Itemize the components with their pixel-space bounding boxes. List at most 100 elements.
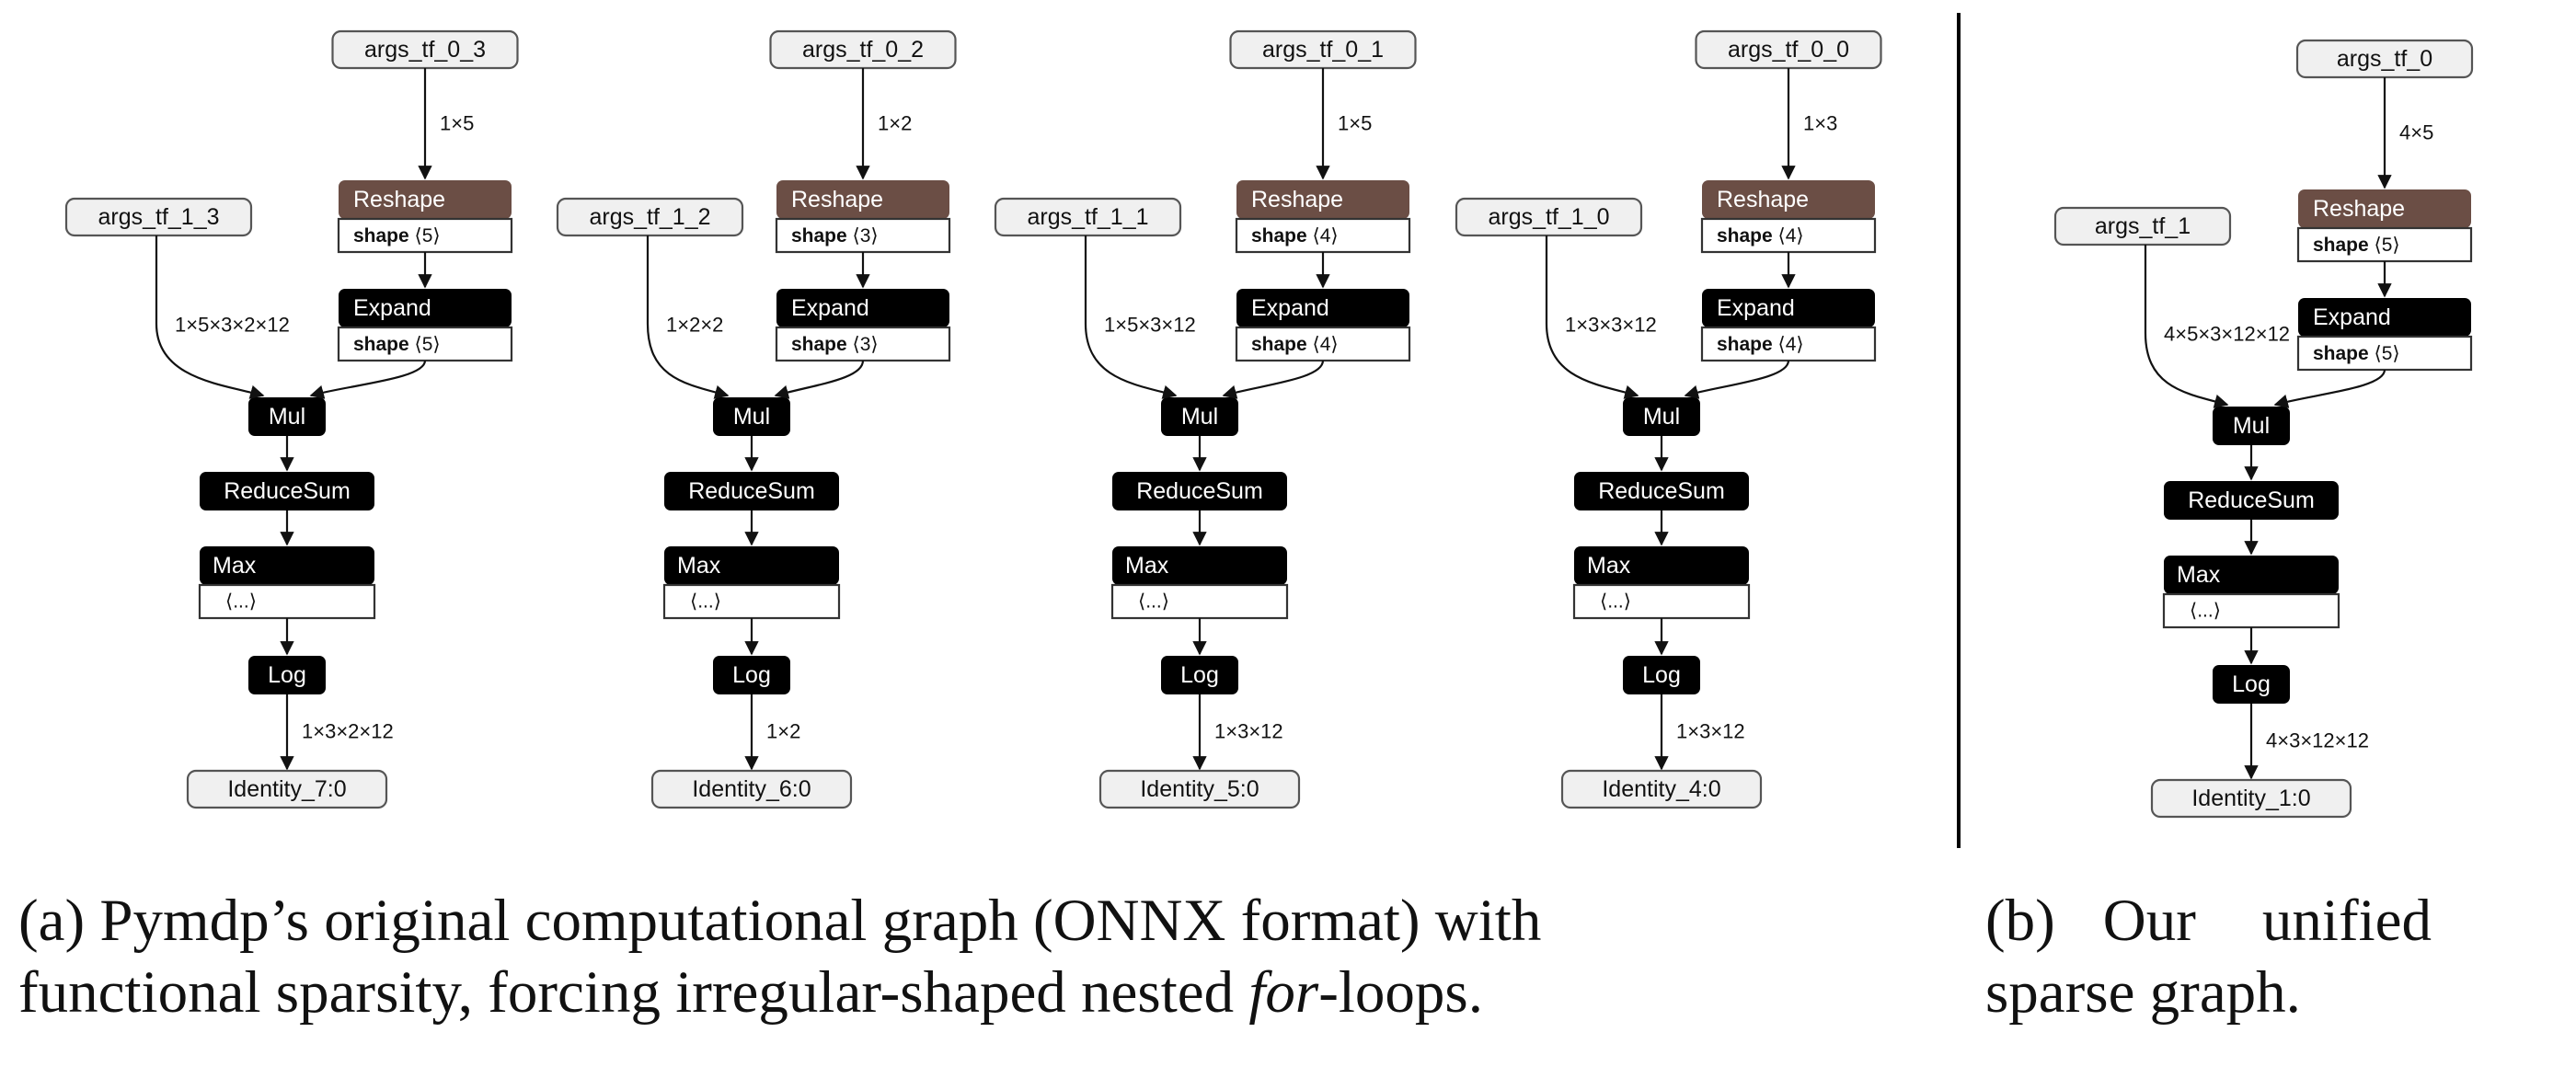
reshape-attr-row [337,217,513,254]
expand-attr-value: ⟨4⟩ [1778,334,1804,355]
reducesum-node-label: ReduceSum [1598,478,1725,504]
max-attr-text: ⟨...⟩ [2190,601,2221,622]
edge-label-output: 1×3×12 [1676,720,1745,743]
expand-attr-text: shape ⟨4⟩ [1717,334,1804,355]
reducesum-node [200,472,374,510]
log-node [713,656,790,694]
expand-attr-key: shape [353,334,415,355]
reshape-attr-text: shape ⟨4⟩ [1251,225,1339,247]
reducesum-node-label: ReduceSum [1136,478,1263,504]
edge-label-output: 4×3×12×12 [2266,729,2369,752]
output-node [2150,778,2352,819]
max-node [1574,546,1749,585]
mul-node-label: Mul [269,404,305,430]
output-node-label: Identity_7:0 [227,776,346,802]
mul-node [248,397,326,436]
expand-attr-value: ⟨5⟩ [2375,343,2400,364]
expand-attr-row [775,326,951,362]
log-node [1161,656,1238,694]
edge-label-mul: 1×3×3×12 [1565,314,1657,337]
expand-node [2298,298,2471,337]
caption-b-word1: (b) [1985,888,2055,954]
caption-a-line2-pre: functional sparsity, forcing irregular-s… [18,959,1249,1026]
reshape-attr-row [775,217,951,254]
reshape-attr-text: shape ⟨5⟩ [2313,235,2400,256]
edge-expand-to-mul [1684,360,1790,399]
max-node-label: Max [2177,562,2221,588]
input-node-tf1-label: args_tf_1_0 [1488,204,1609,230]
input-node-tf1-label: args_tf_1 [2095,213,2191,239]
caption-a-line2-italic: for [1248,959,1319,1026]
output-node [1098,769,1301,809]
output-node-label: Identity_4:0 [1602,776,1720,802]
input-node-tf1-label: args_tf_1_3 [98,204,219,230]
max-node-label: Max [1587,553,1631,579]
edge-label-output: 1×2 [766,720,800,743]
edge-label-input: 4×5 [2399,121,2433,144]
expand-attr-value: ⟨5⟩ [415,334,441,355]
input-node-tf0-label: args_tf_0_2 [802,37,924,63]
reshape-attr-value: ⟨3⟩ [853,225,879,247]
expand-node-label: Expand [791,295,869,321]
output-node [650,769,853,809]
reshape-node [2298,189,2471,228]
edge-input-to-mul [646,235,730,399]
reducesum-node [1574,472,1749,510]
edge-label-mul: 1×2×2 [666,314,723,337]
output-node [186,769,388,809]
reshape-node-label: Reshape [791,187,883,212]
reducesum-node [2164,481,2339,520]
expand-attr-key: shape [791,334,853,355]
log-node [1623,656,1700,694]
reshape-attr-key: shape [1251,225,1313,247]
reshape-attr-value: ⟨4⟩ [1313,225,1339,247]
reshape-attr-row [2296,226,2473,263]
mul-node-label: Mul [1181,404,1218,430]
edge-expand-to-mul [774,360,865,399]
reshape-attr-value: ⟨5⟩ [2375,235,2400,256]
expand-node [1236,289,1409,327]
edge-label-input: 1×2 [878,112,912,135]
log-node-label: Log [1642,662,1681,688]
expand-node [339,289,512,327]
mul-node [713,397,790,436]
reshape-attr-row [1235,217,1411,254]
expand-node-label: Expand [353,295,431,321]
expand-attr-text: shape ⟨5⟩ [353,334,441,355]
input-node-tf1-label: args_tf_1_2 [589,204,710,230]
caption-a: (a) Pymdp’s original computational graph… [18,885,1541,1028]
log-node [248,656,326,694]
log-node-label: Log [268,662,306,688]
expand-node-label: Expand [1717,295,1795,321]
input-node-tf0-label: args_tf_0_1 [1262,37,1384,63]
expand-attr-text: shape ⟨4⟩ [1251,334,1339,355]
max-attr-text: ⟨...⟩ [1600,591,1631,613]
input-node-tf1-label: args_tf_1_1 [1027,204,1148,230]
max-attr-row [1572,583,1751,620]
reshape-attr-value: ⟨4⟩ [1778,225,1804,247]
reshape-node [1236,180,1409,219]
mul-node-label: Mul [733,404,770,430]
edge-expand-to-mul [309,360,427,399]
input-node-tf0-label: args_tf_0_0 [1728,37,1849,63]
mul-node-label: Mul [1643,404,1680,430]
max-attr-row [198,583,376,620]
input-node-tf1 [64,197,253,237]
mul-node-label: Mul [2233,413,2270,439]
edge-input-to-mul [1084,235,1178,399]
expand-node [776,289,949,327]
max-node-label: Max [213,553,257,579]
input-node-tf1 [994,197,1182,237]
max-node [200,546,374,585]
input-node-tf0-label: args_tf_0_3 [364,37,486,63]
edge-label-mul: 4×5×3×12×12 [2164,323,2290,346]
expand-node-label: Expand [1251,295,1329,321]
reducesum-node-label: ReduceSum [2188,487,2315,513]
reshape-attr-text: shape ⟨3⟩ [791,225,879,247]
mul-node [2213,407,2290,445]
edge-input-to-mul [1545,235,1639,399]
